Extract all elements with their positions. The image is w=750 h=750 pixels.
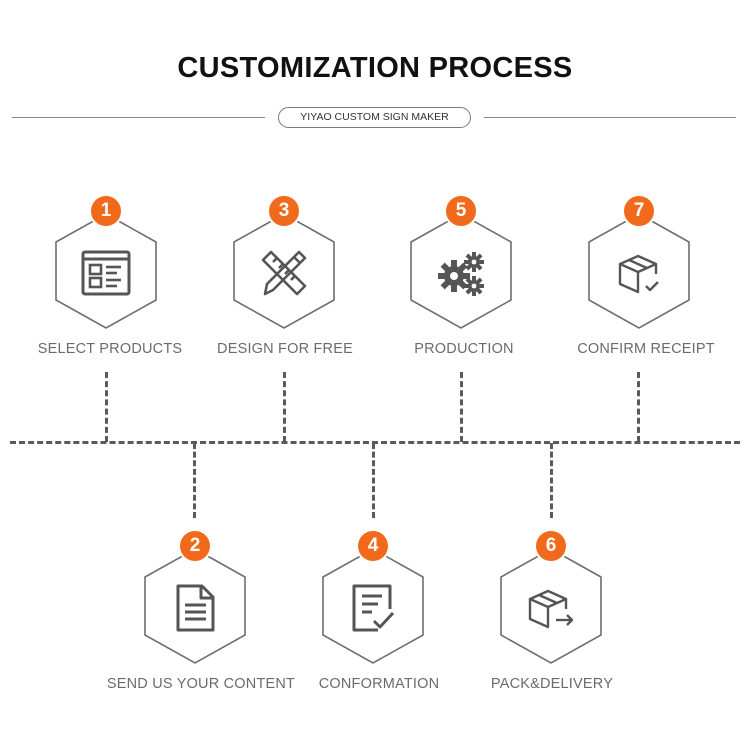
step-2: 2 xyxy=(143,529,247,665)
connector-step-3 xyxy=(283,372,286,442)
check-document-icon xyxy=(352,584,395,632)
step-number-badge: 7 xyxy=(622,194,656,228)
step-4-label: CONFORMATION xyxy=(318,676,440,692)
subtitle-divider-left xyxy=(12,117,265,118)
box-check-icon xyxy=(618,254,659,294)
hexagon-frame xyxy=(410,213,512,329)
connector-step-6 xyxy=(550,443,553,518)
step-number-badge: 2 xyxy=(178,529,212,563)
step-7: 7 xyxy=(587,194,691,330)
product-list-icon xyxy=(81,250,131,296)
step-number-badge: 5 xyxy=(444,194,478,228)
step-4: 4 xyxy=(321,529,425,665)
hexagon-frame xyxy=(55,213,157,329)
step-6-label: PACK&DELIVERY xyxy=(490,676,614,692)
step-1-label: SELECT PRODUCTS xyxy=(37,341,183,357)
connector-step-5 xyxy=(460,372,463,442)
page-title: CUSTOMIZATION PROCESS xyxy=(177,52,573,84)
pencil-ruler-icon xyxy=(261,250,307,296)
hexagon-frame xyxy=(500,548,602,664)
step-number-badge: 1 xyxy=(89,194,123,228)
connector-step-4 xyxy=(372,443,375,518)
step-3-label: DESIGN FOR FREE xyxy=(217,341,353,357)
step-5-label: PRODUCTION xyxy=(414,341,514,357)
step-1: 1 xyxy=(54,194,158,330)
connector-step-2 xyxy=(193,443,196,518)
hexagon-frame xyxy=(588,213,690,329)
connector-step-7 xyxy=(637,372,640,442)
process-timeline xyxy=(10,441,740,444)
connector-step-1 xyxy=(105,372,108,442)
step-number-badge: 6 xyxy=(534,529,568,563)
step-5: 5 xyxy=(409,194,513,330)
document-icon xyxy=(176,584,215,632)
step-number-badge: 4 xyxy=(356,529,390,563)
hexagon-frame xyxy=(233,213,335,329)
hexagon-frame xyxy=(144,548,246,664)
step-3: 3 xyxy=(232,194,336,330)
gears-icon xyxy=(438,252,484,296)
subtitle-divider-right xyxy=(484,117,736,118)
step-number-badge: 3 xyxy=(267,194,301,228)
step-7-label: CONFIRM RECEIPT xyxy=(577,341,715,357)
hexagon-frame xyxy=(322,548,424,664)
box-arrow-icon xyxy=(528,589,574,629)
step-6: 6 xyxy=(499,529,603,665)
step-2-label: SEND US YOUR CONTENT xyxy=(106,676,296,692)
subtitle-badge: YIYAO CUSTOM SIGN MAKER xyxy=(278,107,471,128)
